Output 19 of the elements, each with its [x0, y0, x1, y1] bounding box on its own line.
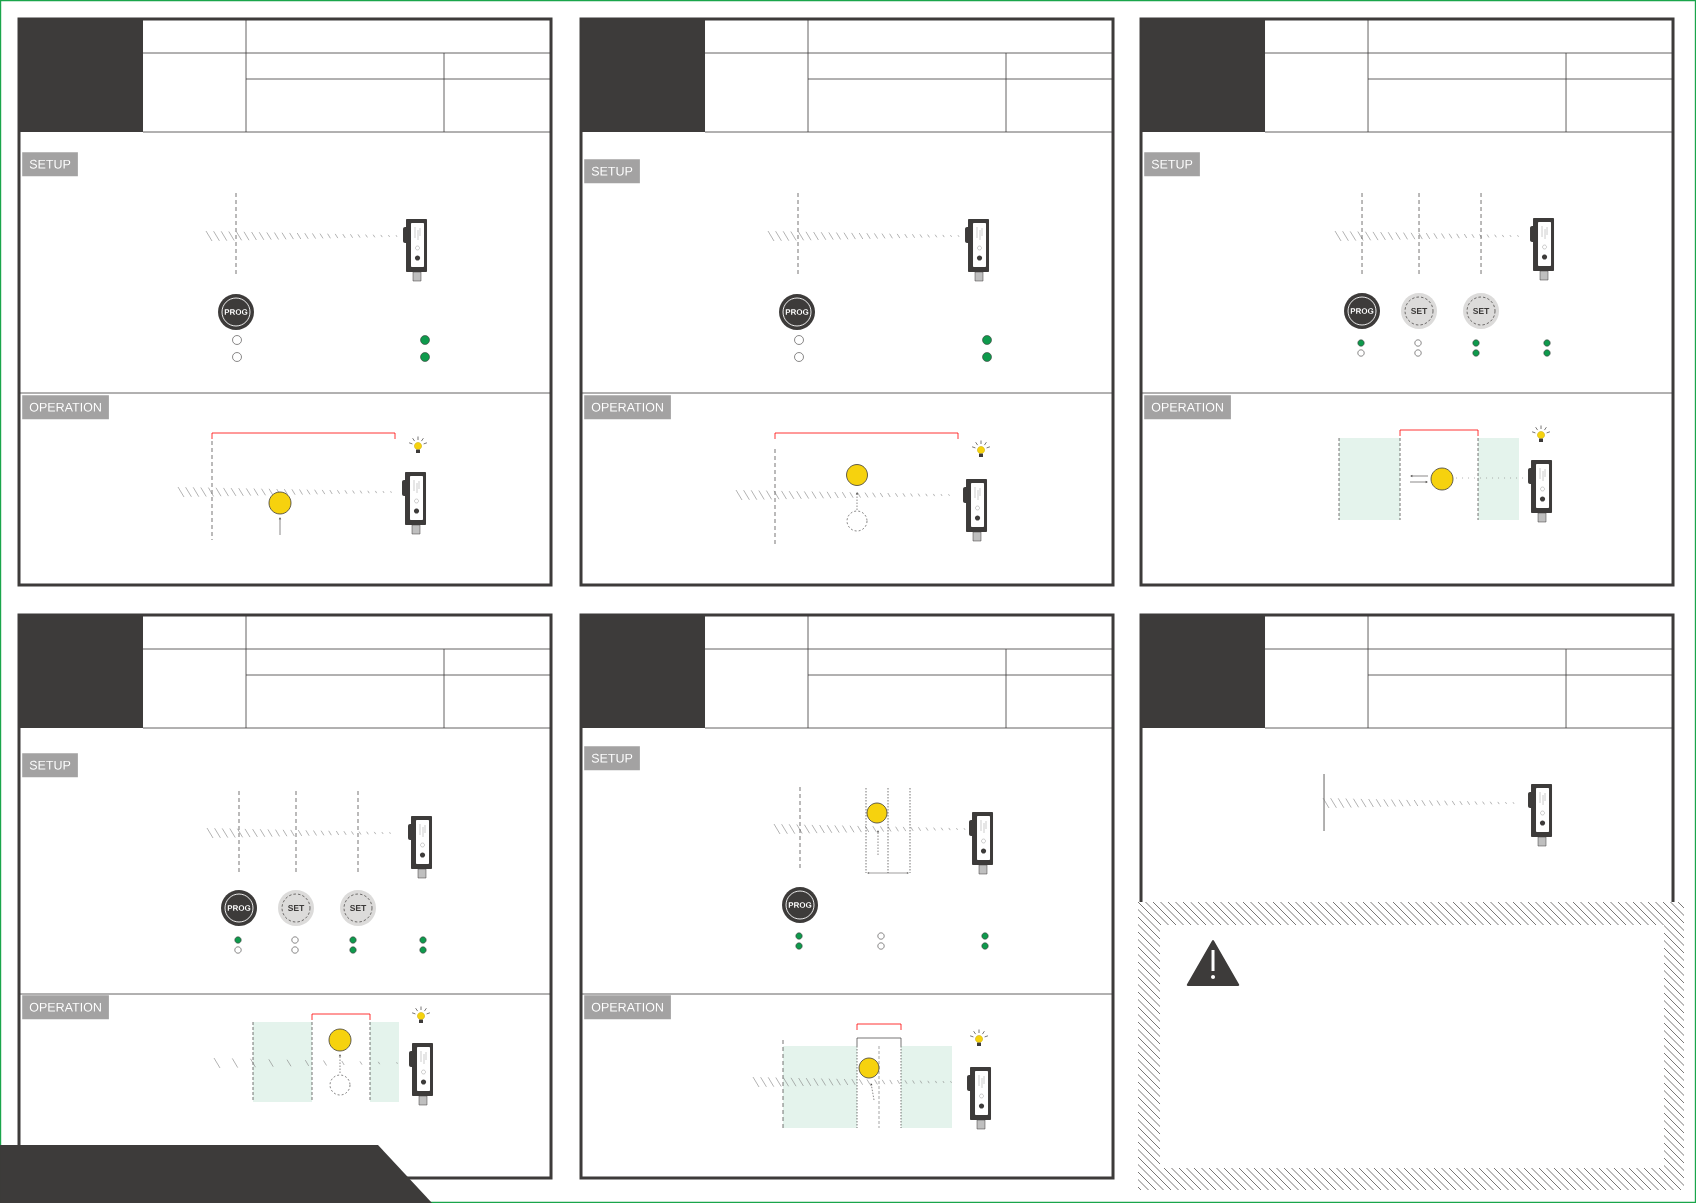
section-tag: SETUP — [22, 753, 78, 778]
section-tag: SETUP — [22, 152, 78, 177]
prog-button: PROG — [221, 890, 257, 926]
set-button: SET — [340, 890, 376, 926]
set-button: SET — [1401, 293, 1437, 329]
section-tag: SETUP — [584, 159, 640, 184]
set-button: SET — [278, 890, 314, 926]
section-tag: SETUP — [1144, 152, 1200, 177]
prog-button: PROG — [779, 294, 815, 330]
set-button: SET — [1463, 293, 1499, 329]
prog-button: PROG — [782, 887, 818, 923]
prog-button: PROG — [1344, 293, 1380, 329]
section-tag: OPERATION — [584, 995, 671, 1020]
section-tag: OPERATION — [22, 395, 109, 420]
section-tag: SETUP — [584, 746, 640, 771]
section-tag: OPERATION — [22, 995, 109, 1020]
section-tag: OPERATION — [1144, 395, 1231, 420]
section-tag: OPERATION — [584, 395, 671, 420]
prog-button: PROG — [218, 294, 254, 330]
